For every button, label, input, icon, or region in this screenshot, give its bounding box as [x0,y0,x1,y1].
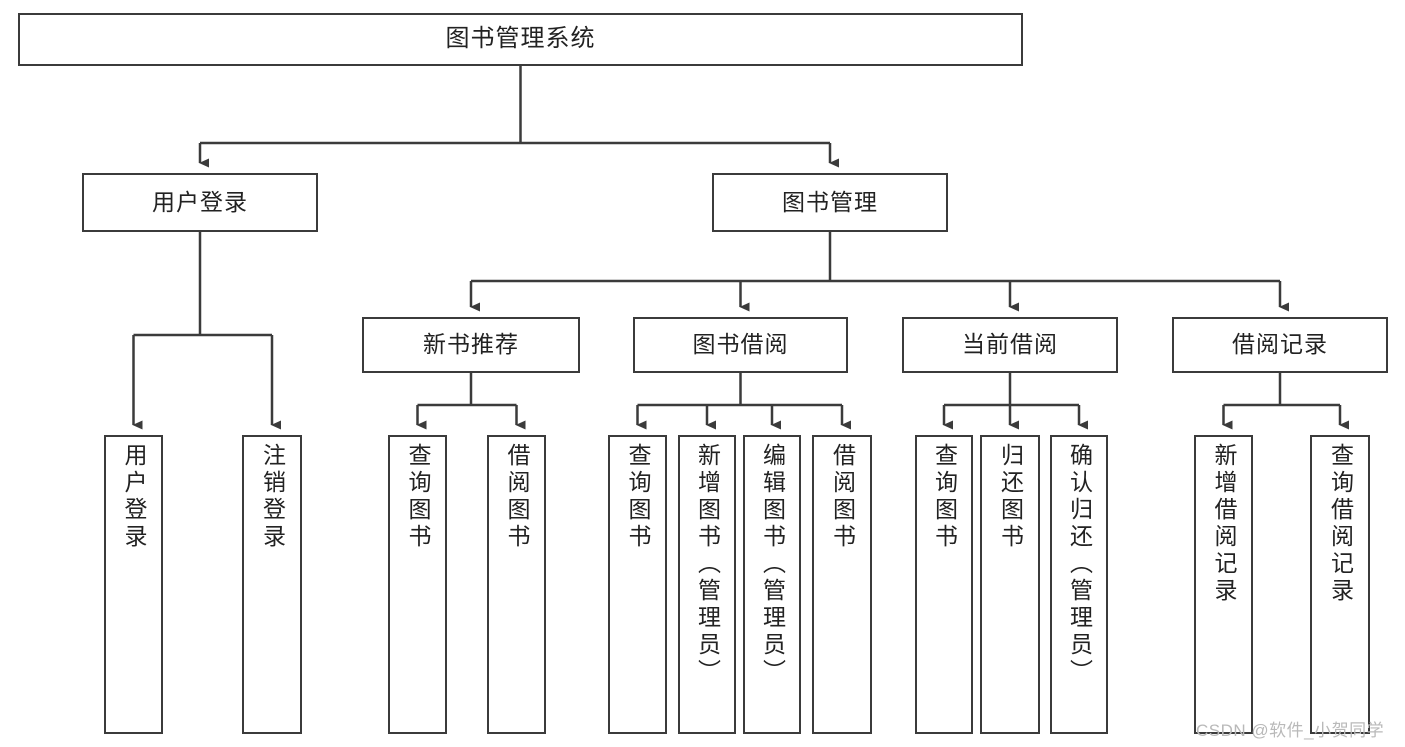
node-label: 用户登录 [152,188,248,215]
node-label: 图书管理 [782,188,878,215]
node-label: 查询图书 [931,443,958,551]
node-leaf-add-borrow-record[interactable]: 新增借阅记录 [1194,435,1253,734]
node-leaf-query-borrow-record[interactable]: 查询借阅记录 [1310,435,1370,734]
node-label: 图书管理系统 [445,25,596,53]
node-label: 查询图书 [625,443,651,551]
node-book-borrow[interactable]: 图书借阅 [633,317,848,373]
node-label: 新增借阅记录 [1211,443,1237,605]
node-leaf-user-logout[interactable]: 注销登录 [242,435,302,734]
node-leaf-query-book-1[interactable]: 查询图书 [388,435,447,734]
node-label: 归还图书 [997,443,1024,551]
node-label: 查询图书 [405,443,431,551]
node-borrow-record[interactable]: 借阅记录 [1172,317,1388,373]
node-label: 图书借阅 [692,331,789,358]
node-root[interactable]: 图书管理系统 [18,13,1023,66]
node-new-book-recommend[interactable]: 新书推荐 [362,317,580,373]
node-leaf-confirm-return[interactable]: 确认归还（管理员） [1050,435,1108,734]
node-label: 确认归还（管理员） [1066,443,1093,686]
node-label: 借阅图书 [829,443,856,551]
node-leaf-query-book-2[interactable]: 查询图书 [608,435,667,734]
node-leaf-borrow-book-1[interactable]: 借阅图书 [487,435,546,734]
node-leaf-return-book[interactable]: 归还图书 [980,435,1040,734]
node-label: 查询借阅记录 [1327,443,1354,605]
node-book-manage[interactable]: 图书管理 [712,173,948,232]
node-label: 借阅图书 [504,443,530,551]
node-label: 注销登录 [259,443,286,551]
node-leaf-borrow-book-2[interactable]: 借阅图书 [812,435,872,734]
node-current-borrow[interactable]: 当前借阅 [902,317,1118,373]
node-label: 借阅记录 [1232,331,1328,358]
node-leaf-edit-book[interactable]: 编辑图书（管理员） [743,435,801,734]
csdn-watermark: CSDN @软件_小贺同学 [1196,721,1385,740]
node-leaf-add-book[interactable]: 新增图书（管理员） [678,435,736,734]
node-user-login[interactable]: 用户登录 [82,173,318,232]
node-label: 新增图书（管理员） [694,443,721,686]
node-label: 用户登录 [121,443,147,551]
node-label: 新书推荐 [423,331,519,358]
node-leaf-user-login[interactable]: 用户登录 [104,435,163,734]
node-label: 编辑图书（管理员） [759,443,786,686]
node-label: 当前借阅 [962,331,1058,358]
node-leaf-query-book-3[interactable]: 查询图书 [915,435,973,734]
